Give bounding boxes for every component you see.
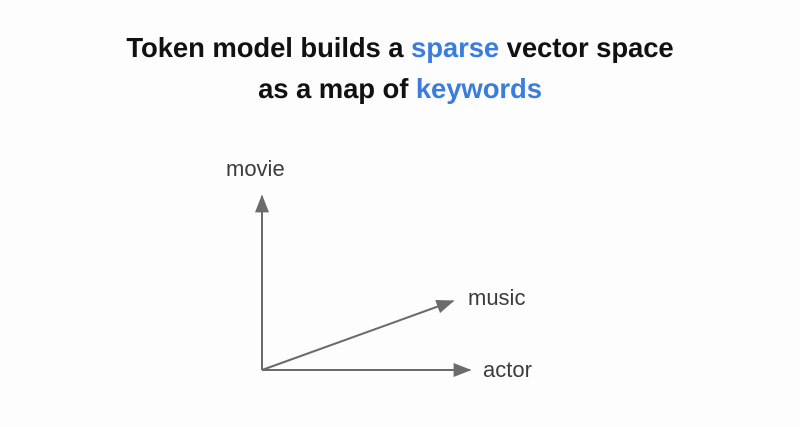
- axis-label-actor: actor: [483, 357, 532, 382]
- music-axis-arrow: [261, 299, 455, 371]
- axis-label-movie: movie: [226, 156, 285, 181]
- axis-label-music: music: [468, 285, 526, 310]
